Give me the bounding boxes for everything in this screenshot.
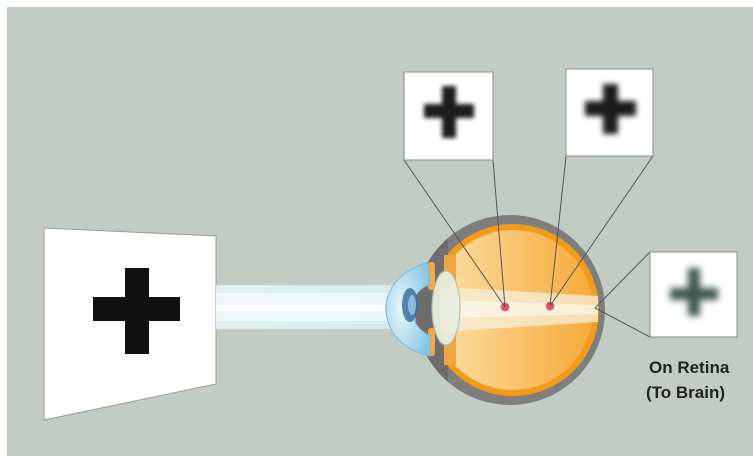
connector-lines (403, 155, 654, 338)
lens (431, 270, 461, 346)
retina-label-line1: On Retina (649, 358, 730, 377)
retina-cross-icon (670, 268, 718, 316)
first-focus-cross-icon (424, 86, 474, 138)
object-cross-icon (93, 268, 180, 354)
eye (385, 215, 605, 405)
retina-label-line2: (To Brain) (646, 383, 726, 402)
second-focus-cross-icon (585, 84, 636, 134)
